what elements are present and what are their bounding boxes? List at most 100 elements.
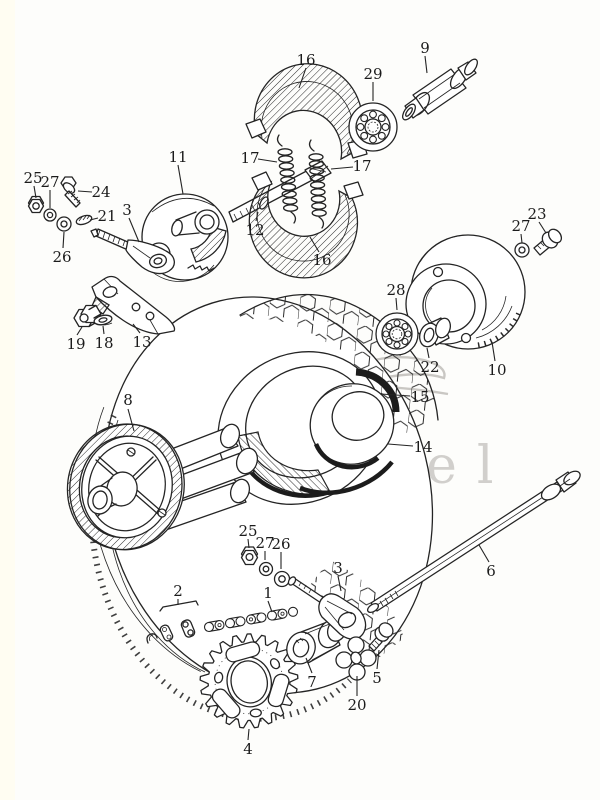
part-callout-19: 19 — [66, 335, 85, 353]
bearing-28-drawing — [375, 312, 419, 356]
leader-line — [376, 649, 380, 670]
part-callout-7: 7 — [307, 673, 317, 691]
fastener-cluster-bottom — [240, 546, 291, 588]
washer-27-bottom — [258, 561, 274, 577]
leader-line — [298, 67, 307, 89]
part-callout-10: 10 — [487, 361, 506, 379]
leader-line — [426, 347, 430, 359]
part-callout-29: 29 — [363, 65, 382, 83]
part-callout-4: 4 — [243, 740, 253, 758]
part-callout-8: 8 — [123, 391, 133, 409]
adjuster-nut-19 — [73, 304, 102, 328]
leader-line — [102, 325, 105, 335]
leader-line — [132, 323, 141, 334]
bolt-24 — [60, 176, 81, 208]
leader-line — [538, 221, 547, 234]
part-callout-16: 16 — [296, 51, 315, 69]
brake-shoe-top-drawing — [245, 63, 368, 161]
part-callout-16: 16 — [312, 251, 331, 269]
leader-line — [309, 236, 320, 253]
washer-26 — [56, 216, 72, 232]
axle-sleeve-drawing — [402, 58, 478, 121]
spacer-22-drawing — [419, 317, 451, 348]
part-callout-28: 28 — [386, 281, 405, 299]
part-callout-26: 26 — [52, 248, 71, 266]
part-callout-22: 22 — [420, 358, 439, 376]
wing-nut-drawing — [335, 636, 377, 681]
lock-washer-18 — [93, 314, 113, 326]
master-link-drawing — [146, 600, 199, 644]
brake-spring-left — [276, 134, 299, 224]
leader-line — [395, 297, 398, 311]
anchor-bracket-drawing — [91, 275, 176, 335]
part-callout-13: 13 — [132, 333, 151, 351]
washer-27 — [43, 208, 57, 222]
bolt-5-drawing — [368, 622, 394, 652]
leader-line — [127, 408, 135, 432]
part-callout-21: 21 — [97, 207, 116, 225]
leader-line — [255, 211, 259, 222]
leader-line — [177, 164, 184, 195]
leader-line — [337, 575, 342, 592]
sprocket-drawing — [199, 633, 299, 729]
leader-line — [62, 231, 65, 249]
part-callout-1: 1 — [263, 584, 273, 602]
brake-shoe-bottom-drawing — [248, 171, 364, 279]
adjuster-screw-21 — [75, 214, 93, 226]
part-callout-26: 26 — [271, 535, 290, 553]
part-callout-3: 3 — [333, 559, 343, 577]
part-callout-24: 24 — [91, 183, 110, 201]
part-callout-3: 3 — [122, 201, 132, 219]
leader-line — [267, 600, 273, 613]
leader-line — [33, 185, 37, 199]
leader-line — [478, 544, 490, 563]
bolt-23-drawing — [533, 228, 563, 256]
part-callout-5: 5 — [372, 669, 382, 687]
part-callout-2: 2 — [173, 582, 183, 600]
leader-line — [247, 538, 250, 549]
leader-line — [247, 728, 250, 741]
part-callout-6: 6 — [486, 562, 496, 580]
leader-line — [491, 341, 496, 362]
leader-line — [76, 326, 83, 336]
leader-line — [128, 217, 140, 243]
part-callout-14: 14 — [413, 438, 432, 456]
leader-line — [257, 158, 278, 163]
part-callout-27: 27 — [511, 217, 530, 235]
leader-line — [387, 443, 414, 447]
wheel-hub-drawing — [66, 423, 259, 551]
chain-adjuster-drawing — [287, 576, 367, 640]
part-callout-17: 17 — [240, 149, 259, 167]
leader-line — [330, 166, 354, 170]
part-callout-27: 27 — [255, 534, 274, 552]
brake-camshaft-drawing — [228, 160, 332, 223]
leader-line — [424, 55, 428, 74]
part-callout-15: 15 — [410, 388, 429, 406]
leader-line — [380, 393, 411, 397]
leader-line — [89, 217, 99, 221]
part-callout-25: 25 — [23, 169, 42, 187]
bearing-29-drawing — [348, 102, 398, 152]
leader-line — [77, 190, 93, 193]
axle-drawing — [366, 470, 581, 614]
part-callout-11: 11 — [168, 148, 187, 166]
part-callout-25: 25 — [238, 522, 257, 540]
part-callout-9: 9 — [420, 39, 430, 57]
brake-spring-right — [308, 139, 327, 229]
part-callout-23: 23 — [527, 205, 546, 223]
nut-25-bottom — [240, 546, 259, 566]
leader-line — [520, 233, 523, 244]
part-callout-27: 27 — [40, 173, 59, 191]
nut-25 — [27, 195, 45, 214]
fastener-cluster-top-left — [27, 176, 93, 232]
part-callout-18: 18 — [94, 334, 113, 352]
part-callout-12: 12 — [245, 221, 264, 239]
leader-line — [305, 657, 313, 674]
drum-flange-hole — [432, 266, 444, 278]
part-callout-20: 20 — [347, 696, 366, 714]
rim-band-drawing — [309, 383, 395, 470]
chain-drawing — [203, 606, 299, 633]
